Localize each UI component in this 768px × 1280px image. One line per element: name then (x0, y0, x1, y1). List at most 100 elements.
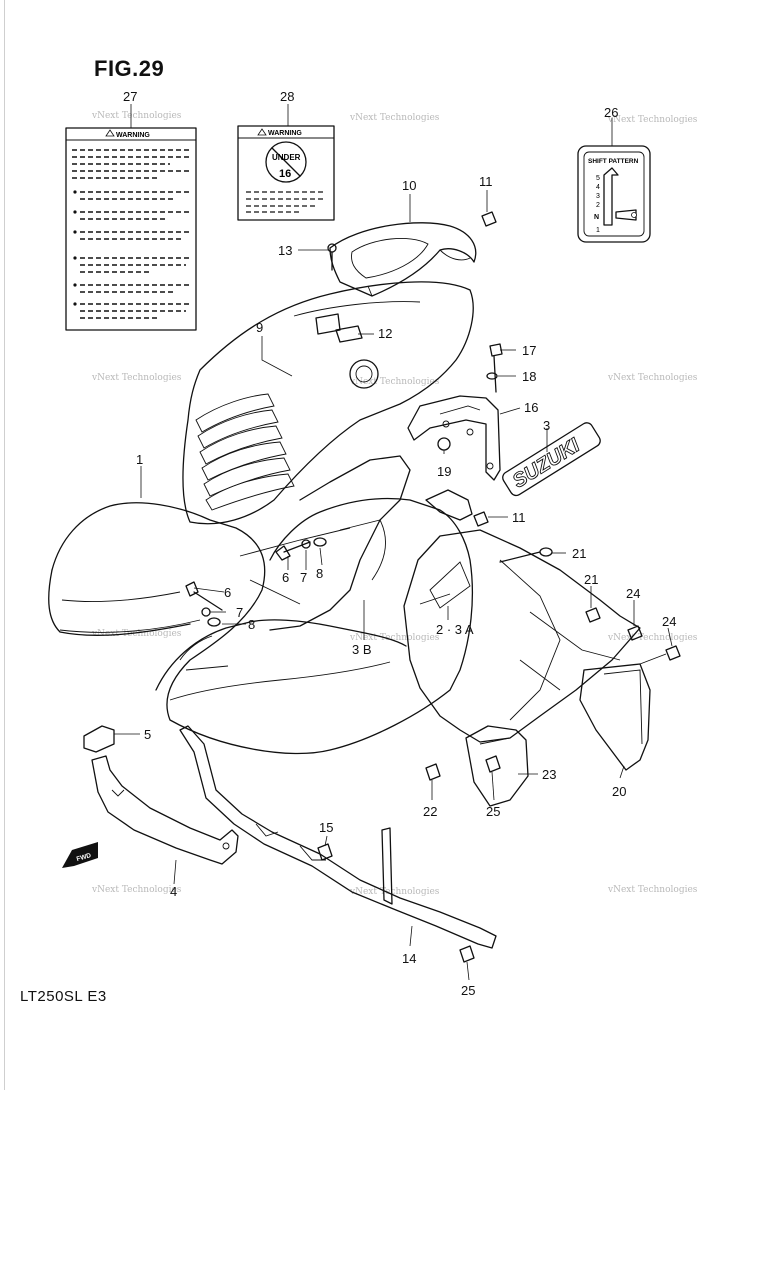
prohibition-circle-icon (265, 141, 307, 183)
callout: 5 (144, 727, 151, 742)
nut-21b (585, 607, 601, 623)
watermark: vNext Technologies (607, 373, 698, 383)
washer-7a (201, 607, 211, 617)
age-number: 16 (279, 168, 291, 180)
callout: 3 B (352, 642, 372, 657)
watermark: vNext Technologies (91, 629, 182, 639)
bullet-dots (73, 190, 77, 306)
callout: 1 (136, 452, 143, 467)
gear-1: 1 (596, 227, 600, 234)
warning-label-27: WARNING (65, 127, 197, 331)
flap-23 (465, 725, 529, 807)
callout: 3 (543, 418, 550, 433)
figure-title: FIG.29 (94, 56, 165, 81)
nut-25a (485, 755, 501, 773)
callout: 28 (280, 89, 294, 104)
nut-25b (459, 945, 475, 963)
nut-11a (481, 211, 497, 227)
bolt-6a (185, 581, 223, 611)
nut-11b (473, 511, 489, 527)
bracket-16 (407, 395, 501, 481)
callout: 27 (123, 89, 137, 104)
callout: 21 (572, 546, 586, 561)
nut-24a (627, 625, 643, 641)
screw-21a (499, 547, 553, 563)
label-text-lines (72, 149, 190, 319)
washer-7b (301, 539, 311, 549)
callout: 20 (612, 784, 626, 799)
callout: 21 (584, 572, 598, 587)
callout: 16 (524, 400, 538, 415)
warning-label-28: WARNING UNDER 16 (237, 125, 335, 221)
callout: 12 (378, 326, 392, 341)
watermark: vNext Technologies (91, 111, 182, 121)
callout: 8 (316, 566, 323, 581)
mud-flap-20 (579, 663, 651, 771)
callout: 7 (300, 570, 307, 585)
watermark: vNext Technologies (349, 113, 440, 123)
callout: 6 (224, 585, 231, 600)
grommet-19 (437, 437, 451, 451)
label-text-lines (246, 191, 326, 213)
callout: 8 (248, 617, 255, 632)
leader-lines (114, 104, 673, 981)
warning-triangle-icon (257, 128, 267, 136)
nut-8a (207, 617, 221, 627)
front-fender-1 (48, 497, 474, 755)
callout: 22 (423, 804, 437, 819)
warning-text: WARNING (268, 130, 302, 137)
watermark: vNext Technologies (349, 377, 440, 387)
watermark: vNext Technologies (607, 885, 698, 895)
shift-arrow-icon (603, 167, 619, 226)
callout: 23 (542, 767, 556, 782)
bolt-17 (489, 343, 503, 393)
gear-n: N (594, 214, 599, 221)
frame-stay-14 (179, 725, 497, 949)
bracket-4 (91, 755, 239, 865)
callout: 6 (282, 570, 289, 585)
clip-22 (425, 763, 441, 781)
fwd-text: FWD (76, 852, 92, 863)
gear-3: 3 (596, 193, 600, 200)
callout: 2 · 3 A (436, 622, 474, 637)
clip-5 (83, 725, 115, 753)
washer-18 (486, 372, 498, 380)
callout: 25 (461, 983, 475, 998)
watermark: vNext Technologies (607, 633, 698, 643)
bolt-6b (275, 541, 311, 561)
watermark: vNext Technologies (607, 115, 698, 125)
side-panel-2 (403, 529, 641, 743)
callout: 4 (170, 884, 177, 899)
nut-24b (639, 645, 681, 665)
under-text: UNDER (272, 153, 301, 162)
watermark: vNext Technologies (349, 887, 440, 897)
watermark: vNext Technologies (91, 885, 182, 895)
watermark: vNext Technologies (349, 633, 440, 643)
watermark: vNext Technologies (91, 373, 182, 383)
tank-cover-9 (182, 281, 474, 525)
vent-slats (195, 393, 295, 511)
model-code: LT250SL E3 (20, 988, 107, 1005)
bolt-15 (317, 843, 333, 861)
fuel-cap-icon (349, 359, 379, 389)
fwd-arrow-icon: FWD (62, 842, 98, 868)
callout: 19 (437, 464, 451, 479)
callout: 24 (626, 586, 640, 601)
callout: 7 (236, 605, 243, 620)
callout: 15 (319, 820, 333, 835)
page-left-rule (4, 0, 5, 1090)
callout: 26 (604, 105, 618, 120)
shift-pattern-text: SHIFT PATTERN (588, 158, 639, 165)
suzuki-decal-3: SUZUKI (502, 422, 601, 497)
callout: 14 (402, 951, 416, 966)
callout: 11 (512, 510, 526, 525)
callouts: 27 28 26 10 11 13 9 12 17 18 16 3 19 1 1… (123, 89, 676, 998)
inner-fender-panel (239, 455, 473, 631)
shift-pattern-label-26: SHIFT PATTERN 5 4 3 2 N 1 (577, 145, 651, 243)
callout: 13 (278, 243, 292, 258)
gear-4: 4 (596, 184, 600, 191)
warning-text: WARNING (116, 132, 150, 139)
callout: 17 (522, 343, 536, 358)
callout: 18 (522, 369, 536, 384)
